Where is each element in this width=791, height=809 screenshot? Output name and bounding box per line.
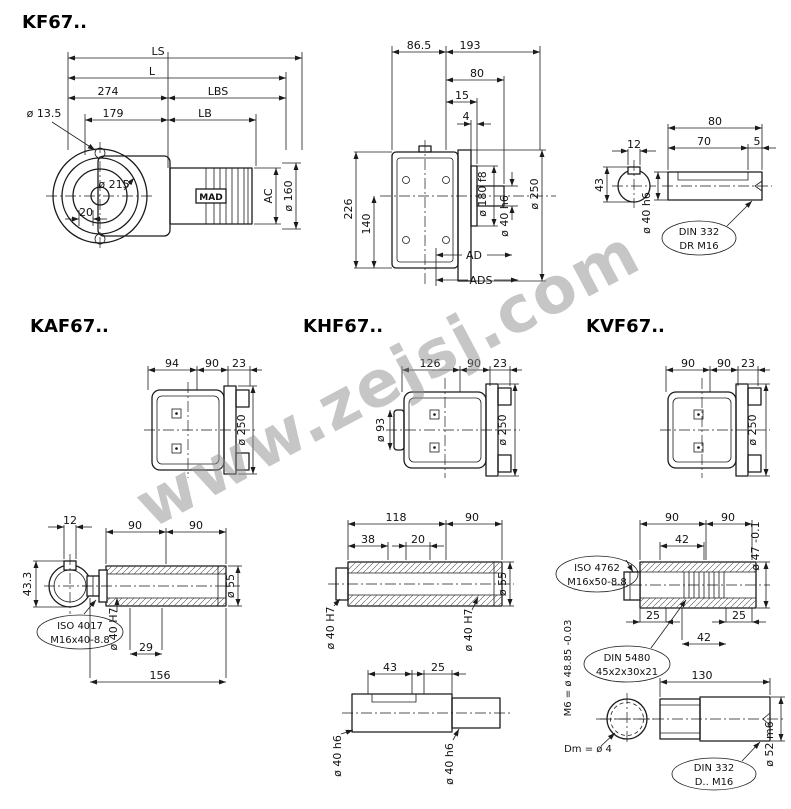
dim-90b-kvf: 90	[717, 357, 731, 370]
dim-156: 156	[150, 669, 171, 682]
kaf67-top-view: 94 90 23 ø 250	[144, 357, 262, 478]
dim-25a: 25	[646, 609, 660, 622]
dim-215: ø 215	[98, 178, 129, 191]
dim-ls: LS	[151, 45, 164, 58]
dim-250-khf: ø 250	[496, 414, 509, 445]
dim-lb: LB	[198, 107, 212, 120]
dim-23-khf: 23	[493, 357, 507, 370]
kf67-side-view: MAD LS L 274 LBS ø 13.5 179 LB	[27, 45, 303, 250]
dim-180: ø 180 f8	[476, 171, 489, 217]
dim-94: 94	[165, 357, 179, 370]
dim-40-h7-left: ø 40 H7	[324, 607, 337, 650]
khf67-top-view: 126 90 23 ø 93 ø 250	[374, 357, 522, 478]
dim-42b: 42	[697, 631, 711, 644]
dim-226: 226	[342, 199, 355, 220]
dim-key-12: 12	[627, 138, 641, 151]
dim-86-5: 86.5	[407, 39, 432, 52]
dim-15: 15	[455, 89, 469, 102]
callout-din332-dr-line1: DIN 332	[679, 227, 719, 238]
dim-dm-pin: Dm = ø 4	[564, 744, 612, 755]
dim-140: 140	[360, 214, 373, 235]
dim-40-front: ø 40 h6	[498, 195, 511, 237]
dim-80: 80	[470, 67, 484, 80]
dim-ac: AC	[262, 188, 275, 203]
dim-130: 130	[692, 669, 713, 682]
dim-90-khf-shaft: 90	[465, 511, 479, 524]
title-kvf67: KVF67..	[586, 316, 665, 337]
callout-din332-d-line1: DIN 332	[694, 763, 734, 774]
dim-25-khf: 25	[431, 661, 445, 674]
dim-20-khf: 20	[411, 533, 425, 546]
dim-93: ø 93	[374, 418, 387, 442]
dim-250-kaf: ø 250	[235, 414, 248, 445]
dim-179: 179	[103, 107, 124, 120]
dim-90a-kaf: 90	[128, 519, 142, 532]
dim-25b: 25	[732, 609, 746, 622]
callout-iso4017-line2: M16x40-8.8	[50, 635, 110, 646]
dim-40-h7-right: ø 40 H7	[462, 609, 475, 652]
dim-90-khf: 90	[467, 357, 481, 370]
title-kaf67: KAF67..	[30, 316, 109, 337]
dim-13-5: ø 13.5	[27, 107, 62, 120]
dim-274: 274	[98, 85, 119, 98]
callout-din5480-line2: 45x2x30x21	[596, 667, 658, 678]
dim-90b-kvf-shaft: 90	[721, 511, 735, 524]
callout-iso4762-line2: M16x50-8.8	[567, 577, 627, 588]
kvf67-shaft-detail: 90 90 42 ø 47 -0.1 ISO 4762 M16x50-8.8 2…	[555, 511, 785, 791]
dim-ad: AD	[466, 249, 482, 262]
dim-90a-kvf: 90	[681, 357, 695, 370]
dim-118: 118	[386, 511, 407, 524]
dim-90a-kvf-shaft: 90	[665, 511, 679, 524]
khf67-shaft-detail: 118 90 38 20 ø 55 ø 40 H7 ø 40 H7 43 25 …	[324, 511, 514, 785]
dim-ads: ADS	[470, 274, 493, 287]
dim-90b-kaf: 90	[189, 519, 203, 532]
title-kf67: KF67..	[22, 12, 87, 33]
dim-key-12-kaf: 12	[63, 514, 77, 527]
motor-brand-label: MAD	[199, 193, 222, 203]
callout-din5480-line1: DIN 5480	[604, 653, 651, 664]
dim-55-kaf: ø 55	[224, 574, 237, 598]
dim-l: L	[149, 65, 156, 78]
dim-29: 29	[139, 641, 153, 654]
kvf67-top-view: 90 90 23 ø 250	[660, 357, 770, 478]
callout-iso4017-line1: ISO 4017	[57, 621, 103, 632]
callout-din332-dr-line2: DR M16	[679, 241, 718, 252]
dim-40-stub-right: ø 40 h6	[443, 743, 456, 785]
dim-193: 193	[460, 39, 481, 52]
dim-55-khf: ø 55	[496, 572, 509, 596]
dim-160: ø 160	[282, 180, 295, 211]
kf67-shaft-detail: DIN 332 DR M16 12 43 80 70 5 ø 40 h6	[593, 115, 776, 256]
dim-38: 38	[361, 533, 375, 546]
kaf67-shaft-detail: 12 43.3 90 90 ø 55 ø 40 H7 ISO 4017 M16x…	[21, 514, 242, 685]
dim-5: 5	[754, 135, 761, 148]
dim-shaft-80: 80	[708, 115, 722, 128]
dim-40-shaft: ø 40 h6	[640, 192, 653, 234]
dim-90: 90	[205, 357, 219, 370]
kf67-front-view: 86.5 193 80 15 4 226 140 ø 180 f8 ø 40 h…	[342, 39, 556, 287]
title-khf67: KHF67..	[303, 316, 383, 337]
dim-126: 126	[420, 357, 441, 370]
watermark: www.zejsj.com	[124, 216, 652, 544]
dim-43-3: 43.3	[21, 572, 34, 597]
dim-43-khf: 43	[383, 661, 397, 674]
callout-iso4762-line1: ISO 4762	[574, 563, 620, 574]
dim-250-front: ø 250	[528, 178, 541, 209]
dim-m6-measure: M6 = ø 48.85 -0.03	[563, 620, 574, 717]
dim-47: ø 47 -0.1	[749, 521, 762, 570]
dim-4: 4	[463, 110, 470, 123]
motor-brand-plate	[195, 188, 227, 204]
dim-23: 23	[232, 357, 246, 370]
dim-52: ø 52 m6	[763, 721, 776, 766]
dim-20: 20	[79, 206, 93, 219]
dim-lbs: LBS	[208, 85, 228, 98]
dim-42a: 42	[675, 533, 689, 546]
dim-43: 43	[593, 178, 606, 192]
callout-din332-d-line2: D.. M16	[695, 777, 734, 788]
dim-23-kvf: 23	[741, 357, 755, 370]
dim-250-kvf: ø 250	[746, 414, 759, 445]
dim-40-stub-left: ø 40 h6	[331, 735, 344, 777]
dim-70: 70	[697, 135, 711, 148]
dim-40-h7-kaf: ø 40 H7	[107, 608, 120, 651]
